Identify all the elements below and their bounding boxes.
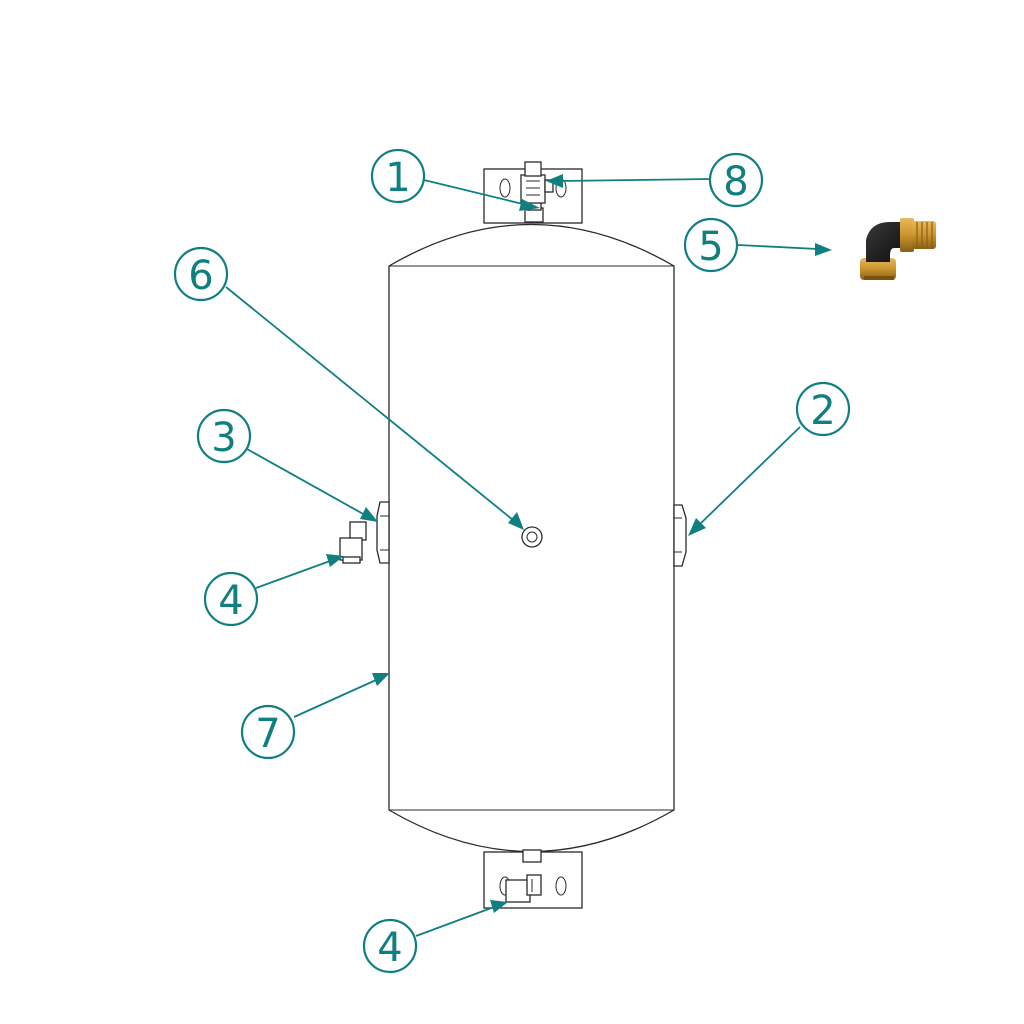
arrowhead-7 bbox=[372, 673, 390, 686]
leader-6 bbox=[225, 286, 514, 521]
callout-2: 2 bbox=[795, 381, 851, 437]
gauge-port bbox=[521, 526, 543, 548]
callout-3-label: 3 bbox=[211, 415, 236, 461]
arrowhead-4-bottom bbox=[490, 900, 508, 913]
leader-8 bbox=[559, 178, 712, 182]
callout-7-label: 7 bbox=[255, 711, 280, 757]
callout-1: 1 bbox=[370, 148, 426, 204]
callout-1-label: 1 bbox=[385, 155, 410, 201]
brass-elbow-fitting-icon bbox=[860, 218, 936, 280]
callout-5-label: 5 bbox=[698, 224, 723, 270]
callout-4-bottom-label: 4 bbox=[377, 925, 402, 971]
callout-3: 3 bbox=[196, 408, 252, 464]
leader-4-bottom bbox=[415, 906, 495, 937]
callout-4-left-label: 4 bbox=[218, 578, 243, 624]
callout-6-label: 6 bbox=[188, 253, 213, 299]
arrowhead-2 bbox=[688, 518, 706, 536]
callout-5: 5 bbox=[683, 217, 739, 273]
leader-lines bbox=[225, 174, 832, 937]
leader-3 bbox=[246, 448, 366, 516]
callout-2-label: 2 bbox=[810, 388, 835, 434]
callout-7: 7 bbox=[240, 704, 296, 760]
leader-2 bbox=[699, 426, 801, 525]
leader-4-left bbox=[255, 560, 331, 589]
arrowhead-4-left bbox=[326, 554, 344, 567]
arrowhead-6 bbox=[508, 512, 524, 530]
callout-8: 8 bbox=[708, 152, 764, 208]
callout-6: 6 bbox=[173, 246, 229, 302]
leader-1 bbox=[423, 179, 528, 206]
arrowhead-8 bbox=[546, 174, 563, 188]
leader-5 bbox=[737, 244, 819, 250]
callout-8-label: 8 bbox=[723, 159, 748, 205]
leader-7 bbox=[293, 679, 377, 718]
callout-4-left: 4 bbox=[203, 571, 259, 627]
arrowhead-5 bbox=[815, 243, 832, 256]
left-elbow-fitting bbox=[339, 521, 367, 564]
bottom-drain-fitting bbox=[505, 849, 542, 903]
left-side-port bbox=[376, 501, 390, 564]
callout-4-bottom: 4 bbox=[362, 918, 418, 974]
arrowhead-1 bbox=[519, 199, 540, 211]
arrowhead-3 bbox=[360, 507, 378, 522]
right-side-port bbox=[673, 504, 687, 567]
